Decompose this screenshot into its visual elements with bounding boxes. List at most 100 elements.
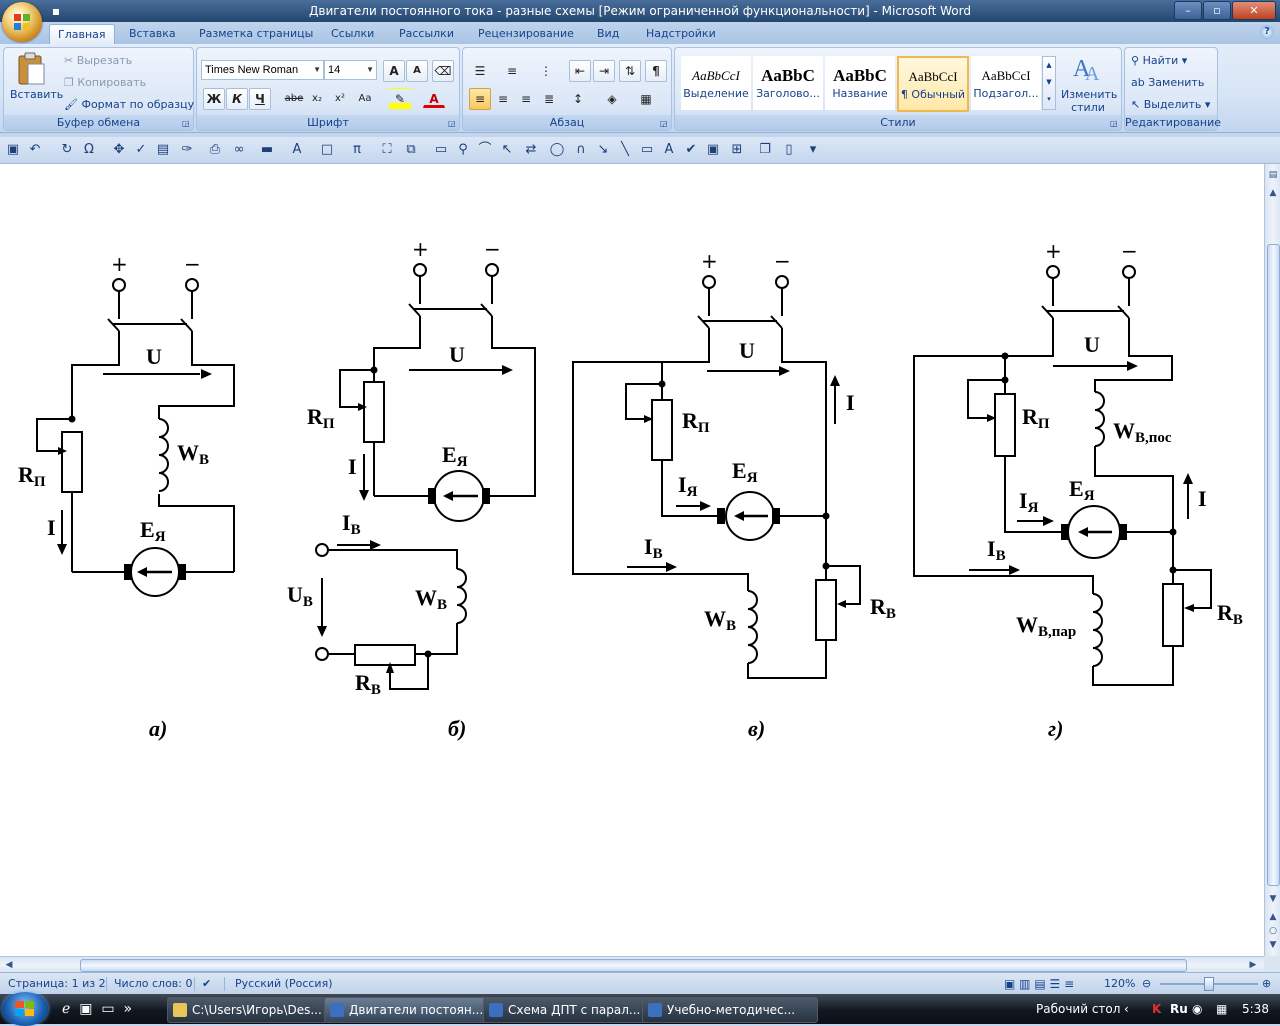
- eraser-icon[interactable]: ▬: [260, 142, 274, 157]
- save-icon[interactable]: ▪: [51, 4, 61, 18]
- help-icon[interactable]: ?: [1260, 25, 1274, 39]
- save-icon[interactable]: ▣: [6, 142, 20, 157]
- draft-icon[interactable]: ≡: [1064, 977, 1075, 991]
- paste-icon[interactable]: [16, 52, 46, 86]
- close-button[interactable]: ✕: [1232, 1, 1276, 20]
- wordart-icon[interactable]: A: [292, 142, 302, 157]
- word-count[interactable]: Число слов: 0: [114, 977, 193, 990]
- frame-icon[interactable]: ▣: [706, 142, 720, 157]
- taskbar-item-explorer[interactable]: C:\Users\Игорь\Des...: [167, 997, 341, 1023]
- style-heading[interactable]: AaBbC Заголово...: [753, 56, 823, 110]
- symbol-icon[interactable]: Ω: [84, 142, 94, 157]
- proofing-icon[interactable]: ✔: [202, 977, 212, 990]
- tab-review[interactable]: Рецензирование: [478, 27, 574, 40]
- text-icon[interactable]: A: [664, 142, 674, 157]
- tab-insert[interactable]: Вставка: [129, 27, 176, 40]
- copy-button[interactable]: ❐ Копировать: [64, 76, 146, 89]
- explorer-icon[interactable]: ▣: [79, 1001, 93, 1017]
- box-icon[interactable]: □: [320, 142, 334, 157]
- page-count[interactable]: Страница: 1 из 2: [8, 977, 106, 990]
- maximize-button[interactable]: ▫: [1203, 1, 1231, 20]
- shrink-font-button[interactable]: A: [406, 60, 428, 82]
- align-icon[interactable]: ⊞: [731, 142, 743, 157]
- antivirus-icon[interactable]: K: [1152, 1002, 1162, 1016]
- excel-icon[interactable]: ▤: [156, 142, 170, 157]
- format-icon[interactable]: ✑: [181, 142, 193, 157]
- language[interactable]: Русский (Россия): [235, 977, 333, 990]
- copy-icon[interactable]: ❐: [759, 142, 771, 157]
- superscript-button[interactable]: x²: [335, 93, 345, 104]
- select-button[interactable]: ↖ Выделить ▾: [1131, 98, 1211, 111]
- font-color-icon[interactable]: A: [423, 88, 445, 108]
- shading-icon[interactable]: ◈: [607, 92, 617, 106]
- customize-icon[interactable]: ▾: [809, 142, 817, 157]
- bullets-icon[interactable]: ☰: [474, 64, 486, 78]
- more-icon[interactable]: »: [123, 1001, 133, 1017]
- subscript-button[interactable]: x₂: [312, 93, 322, 104]
- next-page-icon[interactable]: ▼: [1269, 940, 1277, 950]
- align-center-icon[interactable]: ≡: [497, 92, 509, 106]
- pilcrow-icon[interactable]: ¶: [645, 60, 667, 82]
- language-indicator[interactable]: Ru: [1170, 1002, 1188, 1016]
- font-family-select[interactable]: Times New Roman▼: [201, 60, 324, 80]
- reading-layout-icon[interactable]: ▥: [1019, 977, 1031, 991]
- zoom-out-icon[interactable]: ⊖: [1142, 977, 1152, 990]
- format-painter-button[interactable]: 🖌 Формат по образцу: [64, 98, 194, 111]
- justify-icon[interactable]: ≣: [543, 92, 555, 106]
- link-icon[interactable]: ∞: [233, 142, 245, 157]
- italic-button[interactable]: К: [226, 88, 248, 110]
- replace-button[interactable]: ab Заменить: [1131, 76, 1204, 89]
- desktop-toolbar[interactable]: Рабочий стол: [1036, 1002, 1121, 1016]
- taskbar-item-word[interactable]: Схема ДПТ с парал...: [483, 997, 659, 1023]
- line-icon[interactable]: ╲: [621, 142, 629, 157]
- network-icon[interactable]: ▦: [1216, 1002, 1228, 1016]
- clear-format-icon[interactable]: ⌫: [432, 60, 454, 82]
- paste-button[interactable]: Вставить: [10, 88, 64, 101]
- browse-object-icon[interactable]: ○: [1269, 926, 1277, 936]
- clock[interactable]: 5:38: [1242, 1002, 1269, 1016]
- find-button[interactable]: ⚲ Найти ▾: [1131, 54, 1188, 67]
- sort-icon[interactable]: ⇅: [619, 60, 641, 82]
- page-icon[interactable]: ▯: [785, 142, 793, 157]
- scroll-right-icon[interactable]: ▶: [1249, 960, 1257, 970]
- zoom-slider-thumb[interactable]: [1204, 977, 1214, 991]
- styles-launcher-icon[interactable]: ◲: [1110, 119, 1118, 128]
- undo-icon[interactable]: ↶: [29, 142, 41, 157]
- underline-button[interactable]: Ч: [249, 88, 271, 110]
- prev-page-icon[interactable]: ▲: [1269, 912, 1277, 922]
- show-desktop-icon[interactable]: ▭: [101, 1001, 115, 1017]
- tray-expand-icon[interactable]: ‹: [1124, 1002, 1129, 1016]
- line-spacing-icon[interactable]: ↕: [572, 92, 584, 106]
- crop-icon[interactable]: ⛶: [382, 142, 392, 157]
- align-left-icon[interactable]: ≡: [469, 88, 491, 110]
- textbox-icon[interactable]: ▭: [434, 142, 448, 157]
- move-icon[interactable]: ✥: [113, 142, 125, 157]
- clipboard-launcher-icon[interactable]: ◲: [182, 119, 190, 128]
- zoom-icon[interactable]: ⚲: [458, 142, 468, 157]
- font-launcher-icon[interactable]: ◲: [448, 119, 456, 128]
- style-normal[interactable]: AaBbCcI ¶ Обычный: [897, 56, 969, 112]
- highlight-icon[interactable]: ✎: [389, 88, 411, 110]
- arc-icon[interactable]: ⌒: [478, 142, 492, 157]
- tab-references[interactable]: Ссылки: [331, 27, 375, 40]
- outline-icon[interactable]: ☰: [1049, 977, 1061, 991]
- print-icon[interactable]: ⎙: [209, 142, 221, 157]
- paragraph-launcher-icon[interactable]: ◲: [660, 119, 668, 128]
- ie-icon[interactable]: ℯ: [62, 1001, 71, 1017]
- vertical-scroll-thumb[interactable]: [1267, 244, 1280, 886]
- numbering-icon[interactable]: ≡: [506, 64, 518, 78]
- spell-icon[interactable]: ✓: [135, 142, 147, 157]
- styles-gallery-scroll[interactable]: ▲▼▾: [1042, 56, 1056, 110]
- increase-indent-icon[interactable]: ⇥: [593, 60, 615, 82]
- redo-icon[interactable]: ↻: [61, 142, 73, 157]
- minimize-button[interactable]: –: [1174, 1, 1202, 20]
- pointer-icon[interactable]: ↖: [501, 142, 513, 157]
- scroll-up-icon[interactable]: ▲: [1269, 188, 1277, 198]
- print-layout-icon[interactable]: ▣: [1004, 977, 1016, 991]
- rectangle-icon[interactable]: ▭: [640, 142, 654, 157]
- tab-home[interactable]: Главная: [49, 24, 115, 45]
- decrease-indent-icon[interactable]: ⇤: [569, 60, 591, 82]
- horizontal-scrollbar[interactable]: ◀ ▶: [0, 956, 1264, 973]
- tab-view[interactable]: Вид: [597, 27, 620, 40]
